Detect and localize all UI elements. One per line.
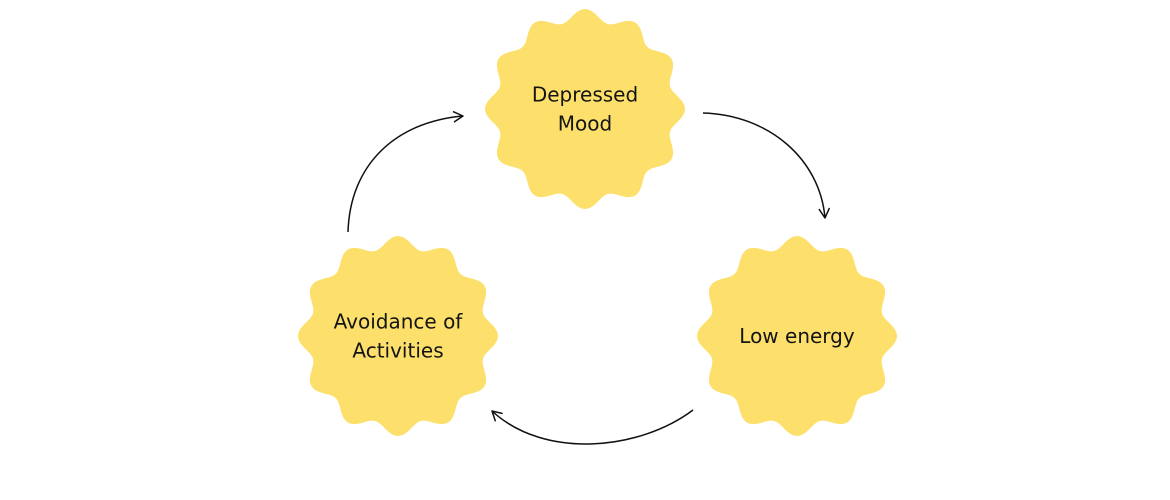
node-low-energy: Low energy (697, 236, 897, 436)
node-shape-low-energy (697, 236, 897, 436)
arrows-layer (347, 111, 830, 445)
arrow-avoidance-of-activities-to-depressed-mood (347, 111, 464, 233)
arrow-low-energy-to-avoidance-of-activities (491, 409, 694, 445)
node-label-avoidance-of-activities-line-2: Activities (352, 339, 443, 363)
arrow-head-icon (452, 111, 464, 123)
arrow-head-icon (818, 207, 830, 219)
node-avoidance-of-activities: Avoidance of Activities (298, 236, 498, 436)
arrow-depressed-mood-to-low-energy (702, 112, 830, 219)
node-label-depressed-mood-line-1: Depressed (532, 83, 638, 107)
arrow-line (347, 115, 464, 233)
node-label-depressed-mood-line-2: Mood (558, 112, 612, 136)
node-shape-avoidance-of-activities (298, 236, 498, 436)
arrow-head-icon (491, 410, 503, 422)
node-label-low-energy-line-1: Low energy (739, 324, 855, 348)
arrow-line (702, 112, 826, 219)
node-label-avoidance-of-activities-line-1: Avoidance of (334, 310, 464, 334)
node-shape-depressed-mood (485, 9, 685, 209)
arrow-line (491, 409, 694, 445)
